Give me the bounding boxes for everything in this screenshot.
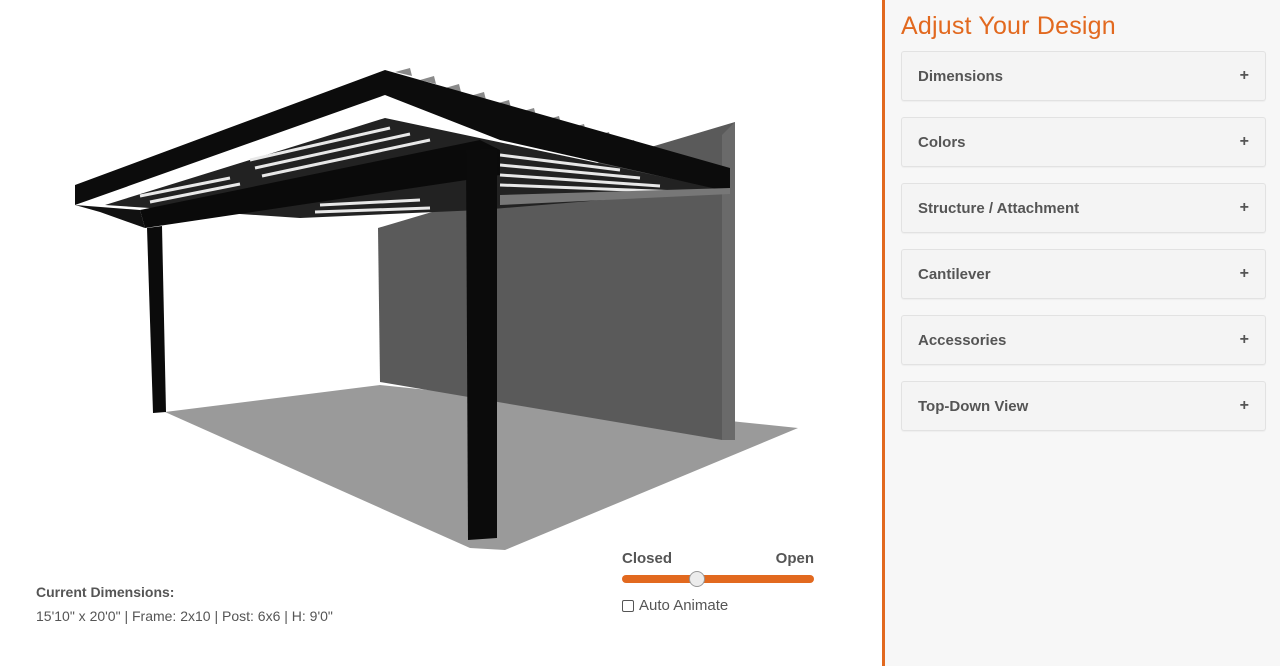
- expand-plus-icon[interactable]: +: [1239, 397, 1249, 414]
- louver-slider[interactable]: [622, 571, 814, 587]
- open-label: Open: [775, 550, 814, 567]
- accordion-label: Colors: [918, 133, 966, 151]
- louver-control: Closed Open Auto Animate: [622, 550, 814, 614]
- expand-plus-icon[interactable]: +: [1239, 331, 1249, 348]
- expand-plus-icon[interactable]: +: [1239, 67, 1249, 84]
- accordion-label: Top-Down View: [918, 397, 1029, 415]
- closed-label: Closed: [622, 550, 673, 567]
- accordion-top-down-view[interactable]: Top-Down View +: [901, 381, 1266, 431]
- auto-animate-label: Auto Animate: [639, 597, 729, 614]
- expand-plus-icon[interactable]: +: [1239, 265, 1249, 282]
- accordion-label: Dimensions: [918, 67, 1004, 85]
- louver-labels: Closed Open: [622, 550, 814, 567]
- expand-plus-icon[interactable]: +: [1239, 133, 1249, 150]
- accordion-colors[interactable]: Colors +: [901, 117, 1266, 167]
- design-panel: Adjust Your Design Dimensions + Colors +…: [882, 0, 1280, 666]
- louver-slider-thumb[interactable]: [689, 571, 705, 587]
- panel-title: Adjust Your Design: [901, 12, 1116, 40]
- 3d-viewer[interactable]: Current Dimensions: 15'10" x 20'0" | Fra…: [0, 0, 882, 666]
- auto-animate-checkbox[interactable]: [622, 599, 634, 612]
- accordion-label: Cantilever: [918, 265, 991, 283]
- accordion-label: Accessories: [918, 331, 1007, 349]
- louver-slider-track[interactable]: [622, 575, 814, 583]
- accordion-dimensions[interactable]: Dimensions +: [901, 51, 1266, 101]
- current-dimensions-value: 15'10" x 20'0" | Frame: 2x10 | Post: 6x6…: [36, 608, 333, 624]
- current-dimensions-title: Current Dimensions:: [36, 584, 175, 600]
- pergola-3d-render[interactable]: [0, 0, 882, 666]
- accordion-accessories[interactable]: Accessories +: [901, 315, 1266, 365]
- auto-animate-toggle[interactable]: Auto Animate: [622, 597, 814, 614]
- current-dimensions: Current Dimensions: 15'10" x 20'0" | Fra…: [36, 584, 333, 624]
- accordion-label: Structure / Attachment: [918, 199, 1080, 217]
- expand-plus-icon[interactable]: +: [1239, 199, 1249, 216]
- accordion-structure-attachment[interactable]: Structure / Attachment +: [901, 183, 1266, 233]
- accordion-cantilever[interactable]: Cantilever +: [901, 249, 1266, 299]
